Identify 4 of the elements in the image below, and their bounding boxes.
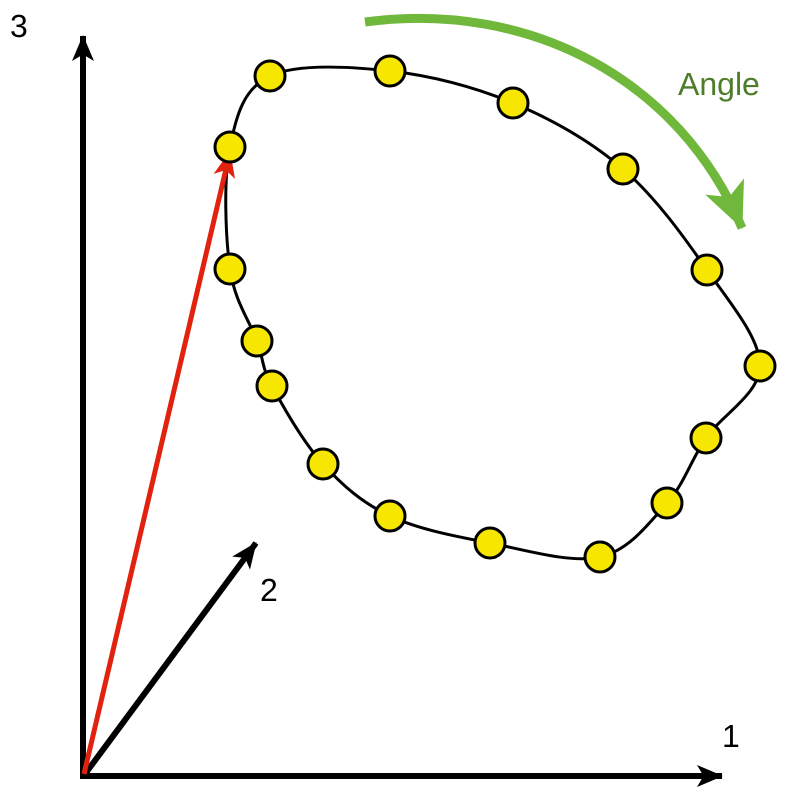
direction-label: Angle — [678, 68, 760, 100]
axis-label: 3 — [10, 10, 28, 42]
axis-label: 1 — [722, 720, 740, 752]
axis-label: 2 — [260, 574, 278, 606]
